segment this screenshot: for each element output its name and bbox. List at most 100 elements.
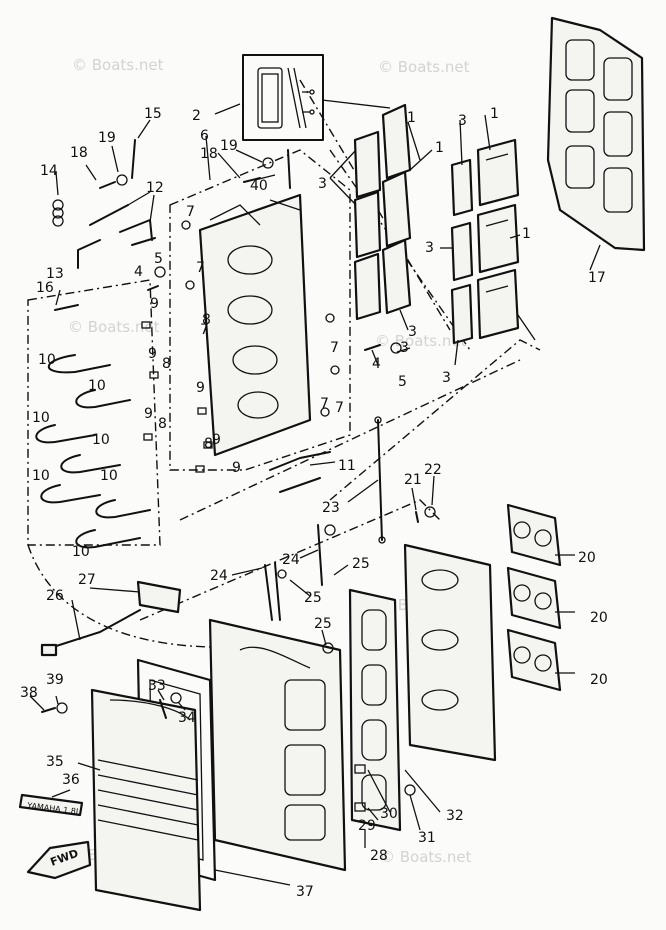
callout-1: 1 bbox=[435, 140, 444, 156]
callout-40: 40 bbox=[250, 178, 268, 194]
reed-link-line bbox=[299, 79, 451, 331]
callout-17: 17 bbox=[588, 270, 606, 286]
callout-10: 10 bbox=[32, 468, 50, 484]
reed-valve-inset bbox=[242, 54, 324, 141]
callout-20: 20 bbox=[578, 550, 596, 566]
callout-6: 6 bbox=[200, 128, 209, 144]
callout-2: 2 bbox=[192, 108, 201, 124]
hardware bbox=[52, 139, 436, 544]
callout-24: 24 bbox=[210, 568, 228, 584]
callout-29: 29 bbox=[358, 818, 376, 834]
watermark-top-right: © Boats.net bbox=[378, 58, 470, 76]
callout-11: 11 bbox=[338, 458, 356, 474]
callout-16: 16 bbox=[36, 280, 54, 296]
hoses-11 bbox=[269, 451, 331, 493]
callout-38: 38 bbox=[20, 685, 38, 701]
callout-10: 10 bbox=[38, 352, 56, 368]
callout-9: 9 bbox=[232, 460, 241, 476]
clips-and-fittings bbox=[141, 220, 340, 473]
callout-15: 15 bbox=[144, 106, 162, 122]
callout-13: 13 bbox=[46, 266, 64, 282]
callout-9: 9 bbox=[144, 406, 153, 422]
bracket-link-line bbox=[139, 499, 441, 621]
callout-32: 32 bbox=[446, 808, 464, 824]
callout-31: 31 bbox=[418, 830, 436, 846]
callout-9: 9 bbox=[212, 432, 221, 448]
callout-21: 21 bbox=[404, 472, 422, 488]
callout-28: 28 bbox=[370, 848, 388, 864]
callout-25: 25 bbox=[304, 590, 322, 606]
callout-3: 3 bbox=[458, 113, 467, 129]
callout-8: 8 bbox=[202, 312, 211, 328]
watermark-mid-left: © Boats.net bbox=[68, 318, 160, 336]
callout-1: 1 bbox=[407, 110, 416, 126]
callout-18: 18 bbox=[200, 146, 218, 162]
callout-25: 25 bbox=[352, 556, 370, 572]
callout-8: 8 bbox=[158, 416, 167, 432]
callout-12: 12 bbox=[146, 180, 164, 196]
silencer-cover bbox=[90, 688, 202, 912]
callout-7: 7 bbox=[200, 322, 209, 338]
intake-manifold bbox=[198, 193, 312, 457]
leader-lines bbox=[29, 99, 601, 886]
hoses-12-13 bbox=[77, 204, 156, 269]
callout-7: 7 bbox=[186, 204, 195, 220]
callout-10: 10 bbox=[88, 378, 106, 394]
watermark-mid-right: © Boats.net bbox=[375, 332, 467, 350]
callout-4: 4 bbox=[134, 264, 143, 280]
callout-36: 36 bbox=[62, 772, 80, 788]
callout-33: 33 bbox=[148, 678, 166, 694]
badge-36: YAMAHA 1.8L bbox=[18, 793, 84, 817]
reed-valve-blocks bbox=[450, 138, 520, 345]
callout-3: 3 bbox=[408, 324, 417, 340]
watermark-top-left: © Boats.net bbox=[72, 56, 164, 74]
carb-gaskets bbox=[506, 503, 562, 692]
callout-39: 39 bbox=[46, 672, 64, 688]
callout-3: 3 bbox=[425, 240, 434, 256]
fwd-arrow: FWD bbox=[26, 840, 92, 880]
manifold-boundary bbox=[169, 149, 351, 471]
callout-4: 4 bbox=[372, 356, 381, 372]
callout-20: 20 bbox=[590, 610, 608, 626]
callout-10: 10 bbox=[72, 544, 90, 560]
gasket-17 bbox=[546, 16, 646, 252]
hose-group-boundary bbox=[27, 279, 161, 546]
callout-9: 9 bbox=[148, 346, 157, 362]
watermark-bottom-right: © Boats.net bbox=[380, 848, 472, 866]
callout-labels: 1 1 1 1 2 3 3 3 3 3 3 4 4 5 5 6 7 7 7 7 … bbox=[20, 106, 608, 900]
gasket-32 bbox=[348, 588, 402, 832]
callout-10: 10 bbox=[92, 432, 110, 448]
callout-22: 22 bbox=[424, 462, 442, 478]
callout-5: 5 bbox=[154, 251, 163, 267]
callout-7: 7 bbox=[196, 260, 205, 276]
linkage-assembly bbox=[40, 524, 336, 657]
carb-link-line-2 bbox=[179, 359, 521, 521]
callout-14: 14 bbox=[40, 163, 58, 179]
callout-10: 10 bbox=[32, 410, 50, 426]
callout-8: 8 bbox=[204, 436, 213, 452]
reed-plates bbox=[353, 103, 412, 321]
callout-27: 27 bbox=[78, 572, 96, 588]
callout-7: 7 bbox=[320, 396, 329, 412]
callout-34: 34 bbox=[178, 710, 196, 726]
callout-9: 9 bbox=[150, 296, 159, 312]
inset-frame bbox=[242, 54, 324, 141]
callout-37: 37 bbox=[296, 884, 314, 900]
callout-30: 30 bbox=[380, 806, 398, 822]
callout-3: 3 bbox=[400, 340, 409, 356]
callout-8: 8 bbox=[162, 356, 171, 372]
callout-23: 23 bbox=[322, 500, 340, 516]
callout-5: 5 bbox=[398, 374, 407, 390]
callout-19: 19 bbox=[220, 138, 238, 154]
callout-10: 10 bbox=[100, 468, 118, 484]
callout-18: 18 bbox=[70, 145, 88, 161]
silencer-body bbox=[208, 618, 347, 872]
carb-link-line bbox=[329, 339, 541, 501]
carburetor-body bbox=[403, 543, 497, 762]
callout-24: 24 bbox=[282, 552, 300, 568]
callout-3: 3 bbox=[318, 176, 327, 192]
callout-19: 19 bbox=[98, 130, 116, 146]
callout-26: 26 bbox=[46, 588, 64, 604]
